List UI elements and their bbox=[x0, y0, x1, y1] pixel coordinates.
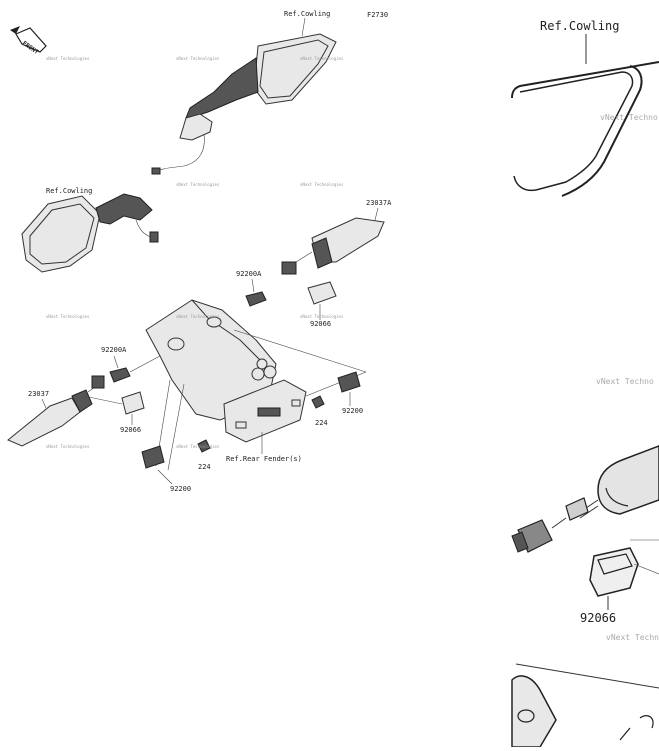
part-92200a-left-label: 92200A bbox=[101, 346, 127, 354]
zoom-watermark: vNext Techno bbox=[596, 377, 654, 386]
watermark: vNext Technologies bbox=[46, 444, 90, 449]
zoom-ref-cowling-label: Ref.Cowling bbox=[540, 19, 619, 33]
zoomed-detail-view: Ref.Cowling 92066 vNext Techno vNext Tec… bbox=[511, 19, 659, 748]
grommet-92200a-left bbox=[109, 367, 131, 383]
bracket-92200-bottom bbox=[141, 445, 165, 469]
part-92200-right-label: 92200 bbox=[342, 407, 363, 415]
right-turn-signal bbox=[281, 217, 385, 275]
watermark: vNext Technologies bbox=[46, 56, 90, 61]
right-mirror-assembly bbox=[151, 33, 337, 175]
rear-fender-bracket bbox=[145, 299, 307, 443]
part-23037-label: 23037 bbox=[28, 390, 49, 398]
part-92200a-top-label: 92200A bbox=[236, 270, 262, 278]
grommet-92200a-top bbox=[245, 291, 267, 307]
zoom-part-92066-label: 92066 bbox=[580, 611, 616, 625]
watermark: vNext Technologies bbox=[176, 182, 220, 187]
part-23037a-label: 23037A bbox=[366, 199, 392, 207]
socket-92066-left bbox=[121, 391, 145, 415]
watermark: vNext Technologies bbox=[176, 56, 220, 61]
ref-cowling-label-top: Ref.Cowling bbox=[284, 10, 330, 18]
left-turn-signal bbox=[7, 375, 105, 447]
ref-rear-fender-label: Ref.Rear Fender(s) bbox=[226, 455, 302, 463]
ref-cowling-label-left: Ref.Cowling bbox=[46, 187, 92, 195]
watermark: vNext Technologies bbox=[300, 182, 344, 187]
left-mirror-assembly bbox=[21, 193, 159, 273]
part-224-right-label: 224 bbox=[315, 419, 328, 427]
watermark: vNext Technologies bbox=[176, 444, 220, 449]
watermark: vNext Technologies bbox=[300, 314, 344, 319]
part-224-bottom-label: 224 bbox=[198, 463, 211, 471]
part-92066-top-label: 92066 bbox=[310, 320, 331, 328]
watermark: vNext Technologies bbox=[300, 56, 344, 61]
front-arrow-icon: FRONT bbox=[10, 26, 47, 56]
zoom-watermark: vNext Techno bbox=[600, 113, 658, 122]
bolt-224-right bbox=[311, 395, 325, 409]
bracket-92200-right bbox=[337, 371, 361, 393]
bolt-224-bottom bbox=[197, 439, 211, 453]
zoom-watermark: vNext Techno bbox=[606, 633, 659, 642]
socket-92066-top bbox=[307, 281, 337, 305]
figure-code: F2730 bbox=[367, 11, 388, 19]
watermark: vNext Technologies bbox=[46, 314, 90, 319]
part-92200-bottom-label: 92200 bbox=[170, 485, 191, 493]
part-92066-left-label: 92066 bbox=[120, 426, 141, 434]
watermark: vNext Technologies bbox=[176, 314, 220, 319]
